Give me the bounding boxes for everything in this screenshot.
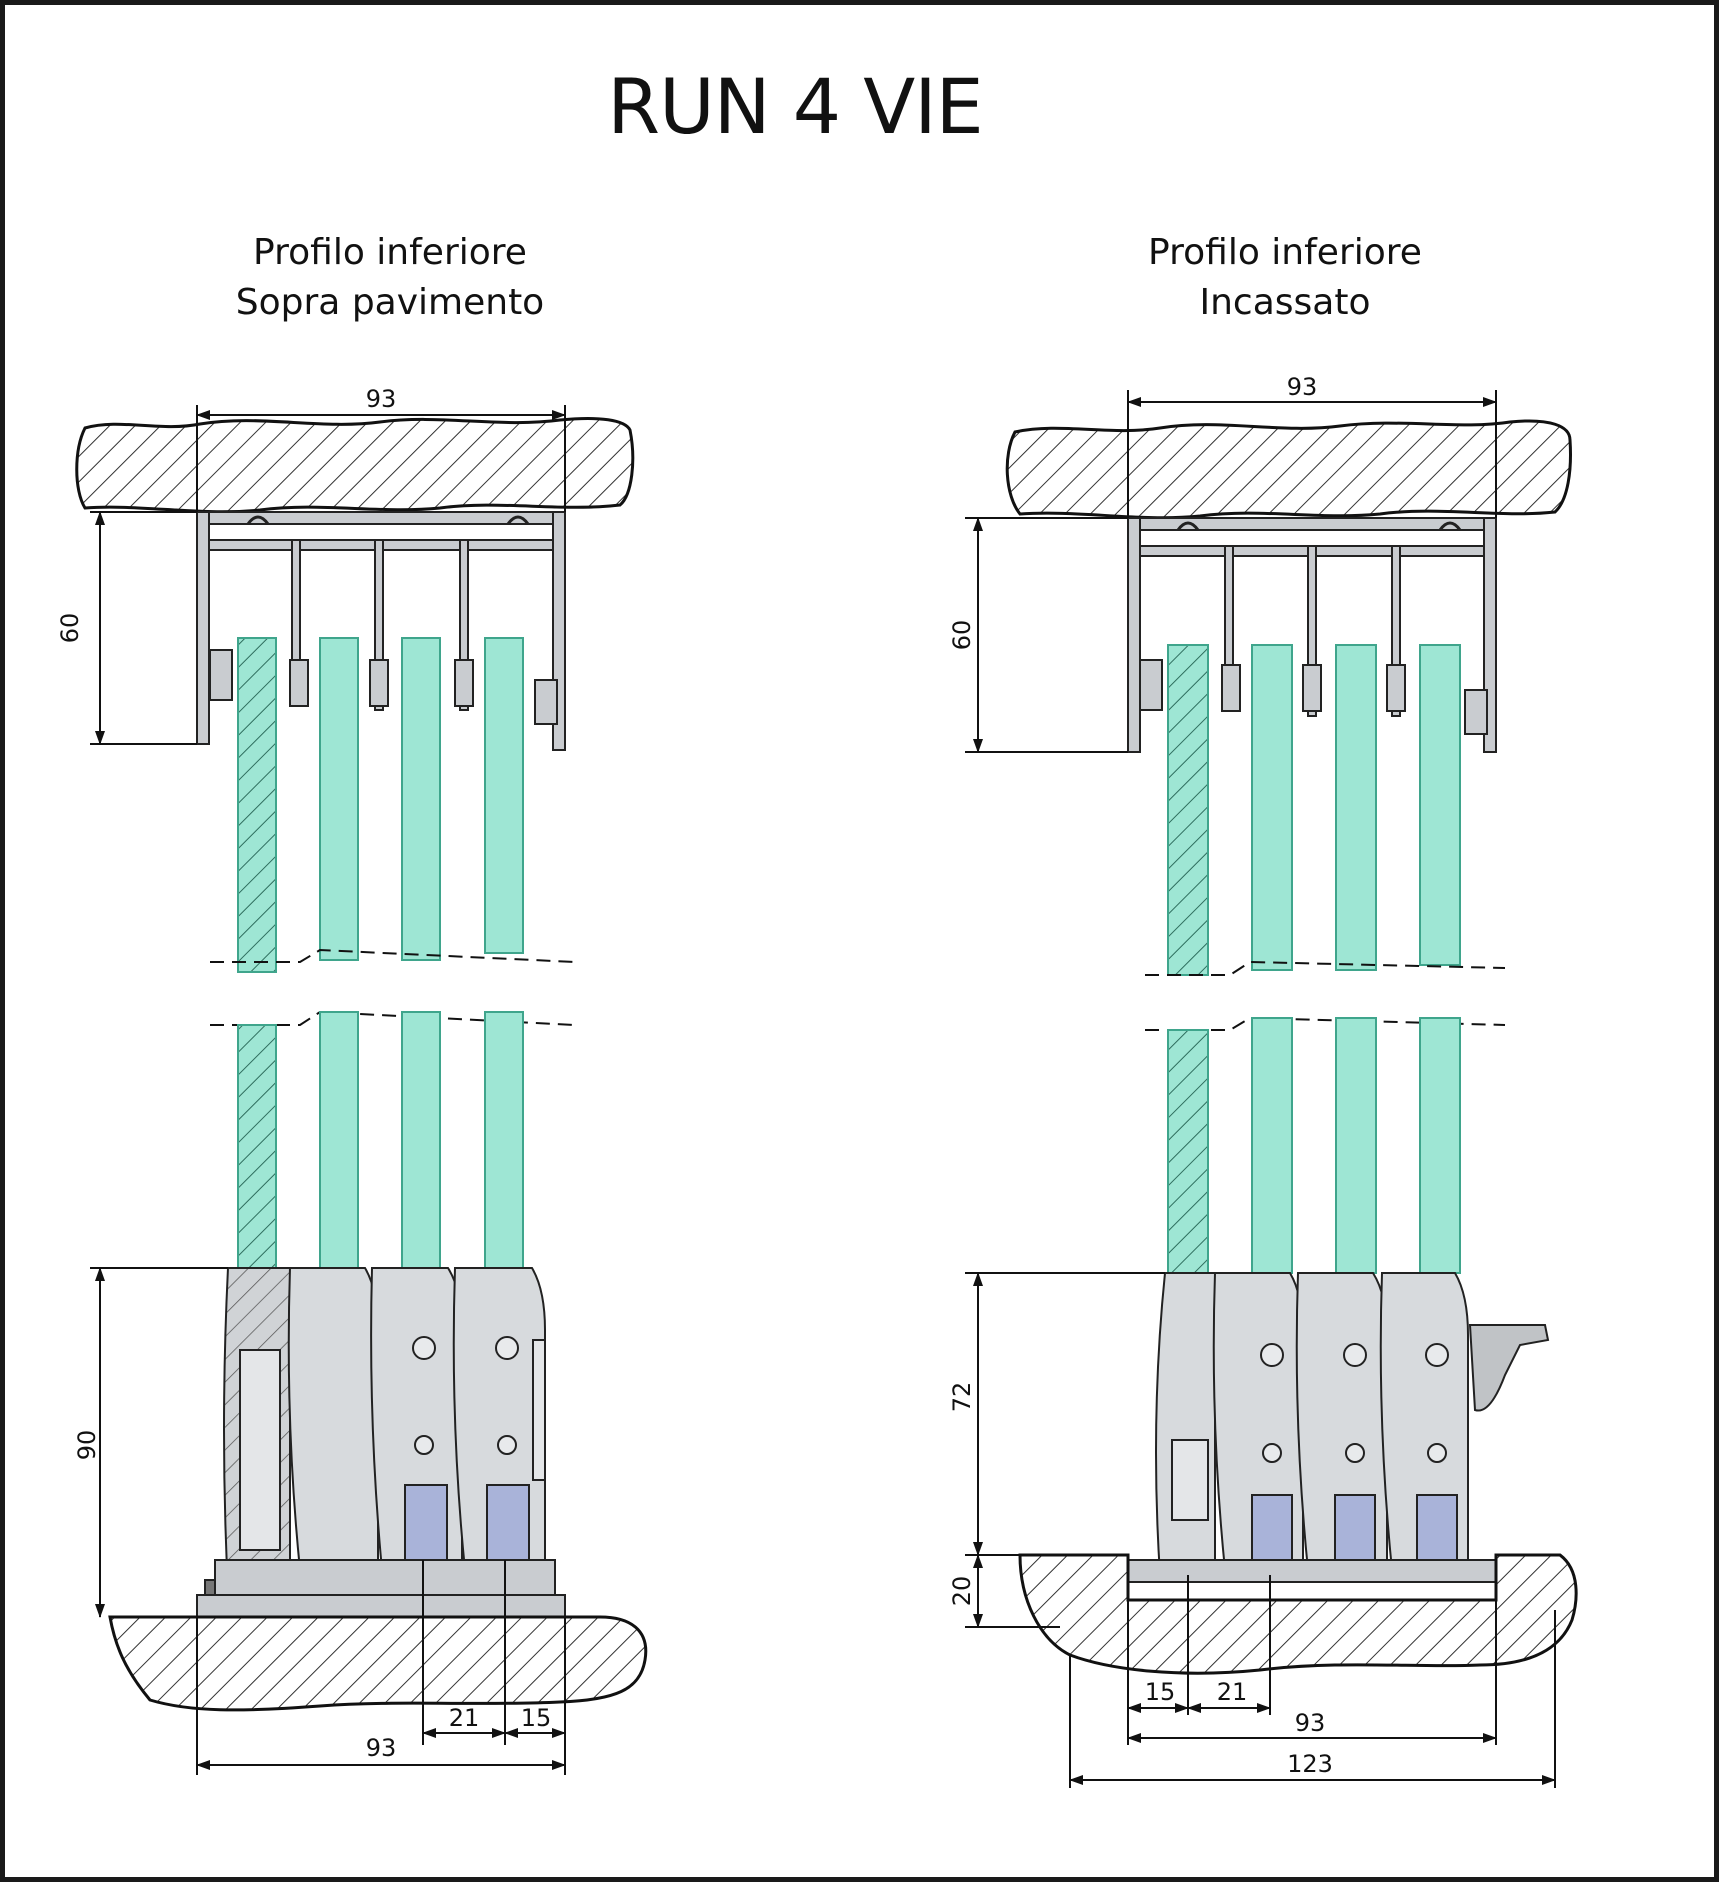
right-subtitle: Profilo inferiore Incassato — [985, 228, 1585, 328]
left-subtitle-line1: Profilo inferiore — [253, 232, 527, 273]
right-drawing: 93 60 72 20 15 21 93 123 — [948, 373, 1578, 1788]
right-subtitle-line2: Incassato — [1199, 282, 1371, 323]
left-floor-slab — [108, 1615, 648, 1712]
right-top-profile — [1127, 517, 1497, 753]
left-glass-top — [237, 637, 524, 973]
left-glass-panel-4-bottom — [484, 1011, 524, 1273]
right-dim-bottom-15: 15 — [1145, 1678, 1176, 1706]
right-dim-bottom-recess: 20 — [948, 1576, 976, 1607]
left-carriages — [196, 1267, 566, 1618]
right-glass-panel-3-bottom — [1335, 1017, 1377, 1274]
left-dim-bottom-height: 90 — [73, 1430, 101, 1461]
right-glass-panel-3-top — [1335, 644, 1377, 971]
right-dimensions — [965, 390, 1556, 1788]
left-carriage-2 — [287, 1267, 379, 1572]
left-glass-panel-2-bottom — [319, 1011, 359, 1273]
right-subtitle-line1: Profilo inferiore — [1148, 232, 1422, 273]
left-subtitle: Profilo inferiore Sopra pavimento — [90, 228, 690, 328]
right-dim-bottom-21: 21 — [1217, 1678, 1248, 1706]
left-dim-top-height: 60 — [56, 613, 84, 644]
right-dim-bottom-width: 93 — [1295, 1709, 1326, 1737]
right-floor-slab — [1018, 1553, 1578, 1675]
left-subtitle-line2: Sopra pavimento — [235, 282, 545, 323]
left-ceiling-slab — [75, 416, 635, 514]
left-dimensions — [90, 405, 566, 1775]
left-glass-panel-1-top — [237, 637, 277, 973]
left-glass-panel-2-top — [319, 637, 359, 961]
right-dim-bottom-total: 123 — [1287, 1750, 1333, 1778]
right-side-handle — [1468, 1324, 1550, 1412]
left-glass-panel-3-bottom — [401, 1011, 441, 1273]
right-glass-bottom — [1167, 1017, 1461, 1341]
right-glass-panel-2-top — [1251, 644, 1293, 971]
right-glass-panel-2-bottom — [1251, 1017, 1293, 1274]
left-break-line-top — [210, 948, 576, 963]
right-glass-top — [1167, 644, 1461, 976]
right-glass-panel-4-top — [1419, 644, 1461, 966]
right-dim-top-width: 93 — [1287, 373, 1318, 401]
right-dim-bottom-height: 72 — [948, 1382, 976, 1413]
right-glass-panel-1-top — [1167, 644, 1209, 976]
left-glass-panel-4-top — [484, 637, 524, 954]
left-glass-panel-3-top — [401, 637, 441, 961]
left-dim-bottom-21: 21 — [449, 1704, 480, 1732]
right-dim-top-height: 60 — [948, 620, 976, 651]
right-carriages — [1127, 1272, 1550, 1583]
left-dim-top-width: 93 — [366, 385, 397, 413]
drawing-title: RUN 4 VIE — [607, 62, 983, 151]
right-break-line-top — [1145, 960, 1506, 976]
left-top-profile — [196, 511, 566, 751]
left-dim-bottom-width: 93 — [366, 1734, 397, 1762]
right-glass-panel-4-bottom — [1419, 1017, 1461, 1274]
right-ceiling-slab — [1005, 419, 1572, 520]
right-carriage-1 — [1155, 1272, 1216, 1576]
right-break-line-bottom — [1145, 1016, 1506, 1031]
left-drawing: 93 60 90 21 15 93 — [56, 385, 648, 1775]
left-dim-bottom-15: 15 — [521, 1704, 552, 1732]
